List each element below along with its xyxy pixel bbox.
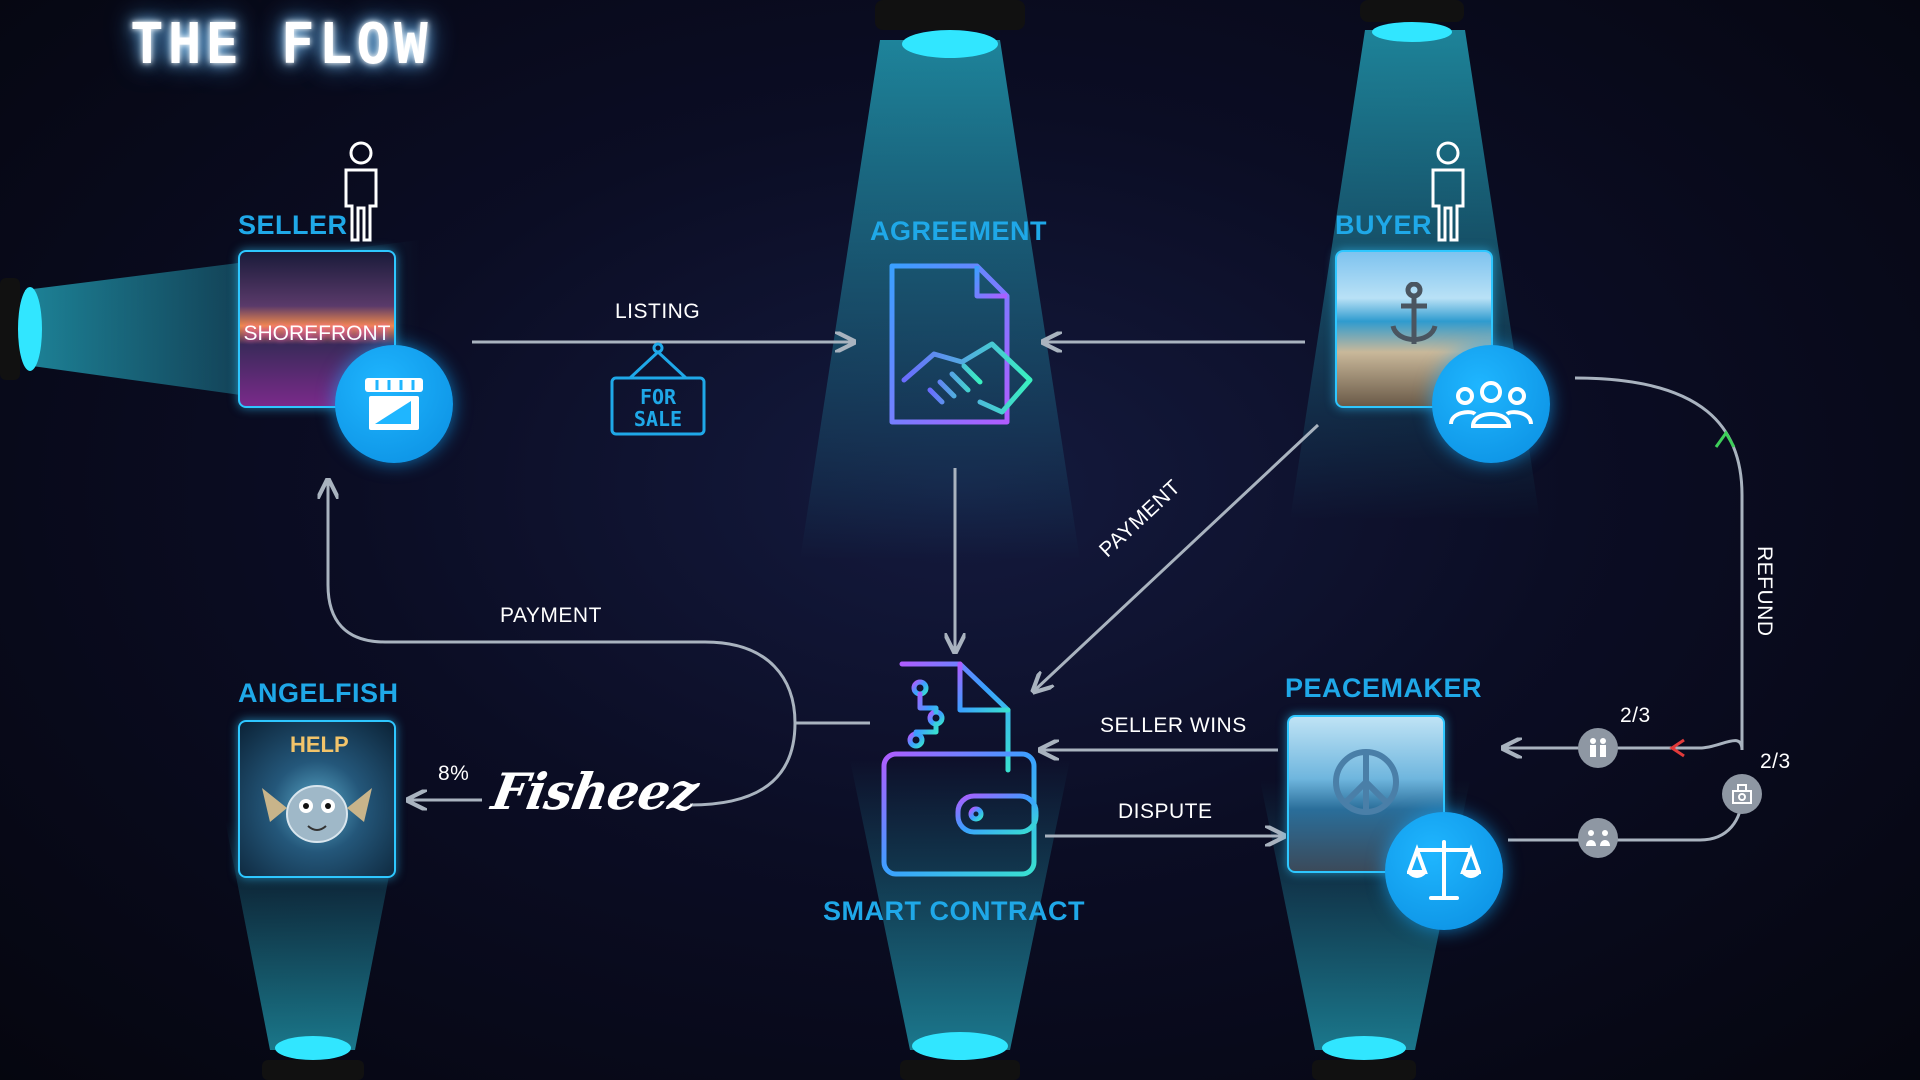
peace-sign-icon xyxy=(1333,749,1399,815)
page-title: THE FLOW xyxy=(130,12,432,77)
buyer-payment-label: PAYMENT xyxy=(1095,475,1186,562)
vote-upper-label: 2/3 xyxy=(1620,704,1651,727)
seller-payment-label: PAYMENT xyxy=(500,604,602,627)
group-icon xyxy=(1449,381,1533,428)
buyer-label: BUYER xyxy=(1335,210,1433,240)
refund-label: REFUND xyxy=(1753,546,1776,637)
light-fixture xyxy=(875,0,1025,30)
smart-contract-label: SMART CONTRACT xyxy=(823,896,1085,926)
peacemaker-thumbnail xyxy=(1287,715,1445,873)
refund-arrowhead xyxy=(1714,430,1736,448)
seller-wins-label: SELLER WINS xyxy=(1100,714,1247,737)
light-fixture xyxy=(0,278,20,380)
scales-icon xyxy=(1407,840,1481,900)
light-lens xyxy=(18,287,42,371)
help-text: HELP xyxy=(290,732,349,757)
buyer-payment-arrow xyxy=(1035,423,1320,690)
dispute-vote-icon xyxy=(1578,818,1618,858)
svg-text:SALE: SALE xyxy=(634,407,682,431)
light-lens xyxy=(1322,1036,1406,1060)
person-icon xyxy=(1431,141,1465,242)
light-fixture xyxy=(262,1060,364,1080)
vote-lower-path xyxy=(1508,794,1744,842)
angelfish-thumbnail: HELP xyxy=(238,720,396,878)
shorefront-text: SHOREFRONT xyxy=(243,322,391,345)
light-lens xyxy=(912,1032,1008,1060)
buyer-badge xyxy=(1432,345,1550,463)
seller-payment-arrow xyxy=(328,482,870,725)
agreement-label: AGREEMENT xyxy=(870,216,1048,246)
angelfish-label: ANGELFISH xyxy=(238,678,399,708)
seller-label: SELLER xyxy=(238,210,348,240)
vote-upper-path xyxy=(1505,741,1744,750)
dispute-label: DISPUTE xyxy=(1118,800,1213,823)
document-handshake-icon xyxy=(889,263,1033,425)
fee-label: 8% xyxy=(438,762,470,785)
contract-wallet-icon xyxy=(881,661,1039,877)
anchor-icon xyxy=(1390,282,1438,344)
refund-path xyxy=(1574,376,1744,750)
fisheez-logo: Fisheez xyxy=(487,762,703,821)
light-fixture xyxy=(1312,1060,1416,1080)
fish-icon xyxy=(262,785,372,843)
ballot-box-icon xyxy=(1722,774,1762,814)
handshake-vote-icon xyxy=(1578,728,1618,768)
for-sale-sign-icon: FOR SALE xyxy=(610,342,706,436)
light-fixture xyxy=(900,1060,1020,1080)
listing-label: LISTING xyxy=(615,300,701,323)
light-fixture xyxy=(1360,0,1464,22)
storefront-icon xyxy=(365,378,423,430)
light-lens xyxy=(275,1036,351,1060)
light-lens xyxy=(1372,22,1452,42)
peacemaker-badge xyxy=(1385,812,1503,930)
for-sale-text: FOR xyxy=(640,385,677,409)
seller-wins-arrowhead xyxy=(1669,738,1685,758)
contract-fee-path xyxy=(689,722,797,807)
seller-badge xyxy=(335,345,453,463)
light-lens xyxy=(902,30,998,58)
peacemaker-label: PEACEMAKER xyxy=(1285,673,1483,703)
person-icon xyxy=(344,141,378,242)
vote-right-label: 2/3 xyxy=(1760,750,1791,773)
